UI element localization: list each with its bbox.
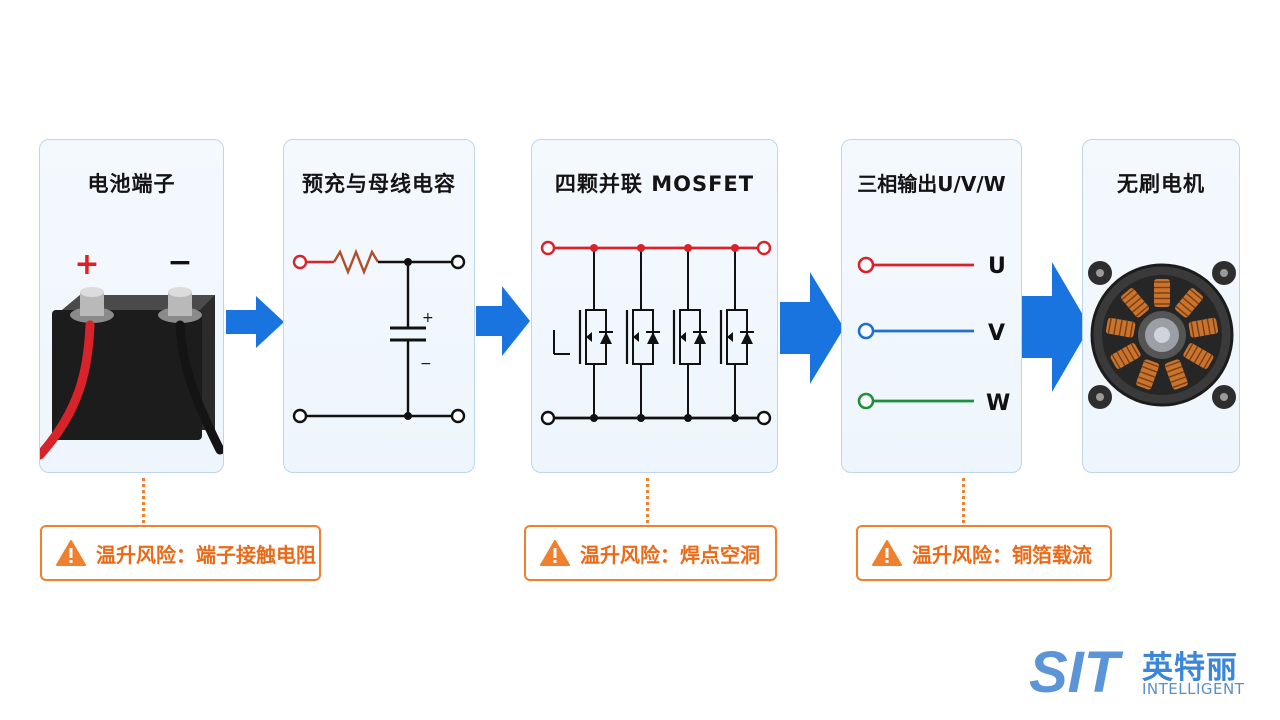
- phase-u-terminal: [857, 256, 875, 274]
- stator-coil: [1110, 343, 1141, 369]
- motor-panel: 无刷电机: [1082, 139, 1240, 473]
- precharge-panel-title: 预充与母线电容: [302, 172, 456, 196]
- precharge-panel: 预充与母线电容 + −: [283, 139, 475, 473]
- flow-arrow-2: [476, 286, 530, 356]
- flow-arrow-3: [780, 272, 844, 384]
- warning-connector-1: [142, 478, 145, 523]
- warning-text: 温升风险：铜箔载流: [912, 542, 1092, 567]
- phase-output-schematic: U V W: [857, 254, 1010, 416]
- capacitor-minus-label: −: [420, 356, 432, 372]
- warning-triangle-icon: [56, 540, 86, 566]
- mosfet-symbol: [672, 244, 707, 422]
- phase-v-terminal: [857, 322, 875, 340]
- brushless-motor-illustration: [1088, 261, 1236, 409]
- svg-text:SIT: SIT: [1029, 640, 1124, 700]
- stator-coil: [1183, 343, 1214, 369]
- flow-arrow-4: [1022, 262, 1090, 392]
- mosfet-schematic: [540, 240, 772, 426]
- phase-w-label: W: [986, 391, 1010, 416]
- warning-text: 温升风险：端子接触电阻: [96, 542, 316, 567]
- phase-v-label: V: [988, 321, 1005, 346]
- red-cable: [40, 320, 95, 460]
- mosfet-symbol: [625, 244, 660, 422]
- phase-w-terminal: [857, 392, 875, 410]
- stator-coil: [1188, 317, 1219, 338]
- mosfet-symbol: [719, 244, 754, 422]
- stator-coil: [1175, 288, 1203, 318]
- motor-panel-title: 无刷电机: [1117, 172, 1205, 196]
- battery-negative-terminal: [158, 287, 202, 323]
- battery-illustration: + −: [40, 245, 223, 460]
- warning-copper-current: 温升风险：铜箔载流: [856, 525, 1112, 581]
- logo-english-name: INTELLIGENT: [1142, 680, 1245, 698]
- warning-triangle-icon: [872, 540, 902, 566]
- mosfet-panel-title: 四颗并联 MOSFET: [554, 172, 755, 196]
- company-logo: SIT 英特丽 INTELLIGENT: [1025, 640, 1265, 700]
- node-dot: [404, 258, 412, 266]
- node-dot: [404, 412, 412, 420]
- battery-panel: 电池端子 + −: [39, 139, 224, 473]
- warning-connector-3: [962, 478, 965, 523]
- warning-connector-2: [646, 478, 649, 523]
- stator-coil: [1136, 359, 1160, 390]
- mosfet-panel: 四颗并联 MOSFET: [531, 139, 778, 473]
- battery-minus-label: −: [167, 245, 192, 280]
- black-cable: [175, 320, 223, 455]
- flow-arrow-1: [226, 296, 284, 348]
- phase-output-panel-title: 三相输出U/V/W: [857, 172, 1006, 196]
- warning-terminal-resistance: 温升风险：端子接触电阻: [40, 525, 321, 581]
- battery-positive-terminal: [70, 287, 114, 323]
- precharge-schematic: + −: [292, 248, 466, 424]
- stator-coil: [1121, 288, 1149, 318]
- battery-panel-title: 电池端子: [87, 172, 176, 196]
- warning-triangle-icon: [540, 540, 570, 566]
- capacitor-plus-label: +: [422, 310, 434, 326]
- phase-output-panel: 三相输出U/V/W U V W: [841, 139, 1022, 473]
- mosfet-symbol: [578, 244, 613, 422]
- stator-coil: [1164, 359, 1188, 390]
- input-terminal-positive: [292, 254, 308, 270]
- output-terminal-negative: [450, 408, 466, 424]
- warning-solder-voids: 温升风险：焊点空洞: [524, 525, 777, 581]
- phase-u-label: U: [988, 254, 1006, 279]
- battery-plus-label: +: [74, 247, 99, 282]
- stator-coil: [1154, 279, 1170, 307]
- stator-coil: [1105, 317, 1136, 338]
- sit-logo-mark: SIT: [1029, 640, 1124, 700]
- logo-chinese-name: 英特丽: [1142, 650, 1238, 686]
- warning-text: 温升风险：焊点空洞: [580, 542, 760, 567]
- output-terminal-positive: [450, 254, 466, 270]
- mosfet-array: [578, 244, 754, 422]
- input-terminal-negative: [292, 408, 308, 424]
